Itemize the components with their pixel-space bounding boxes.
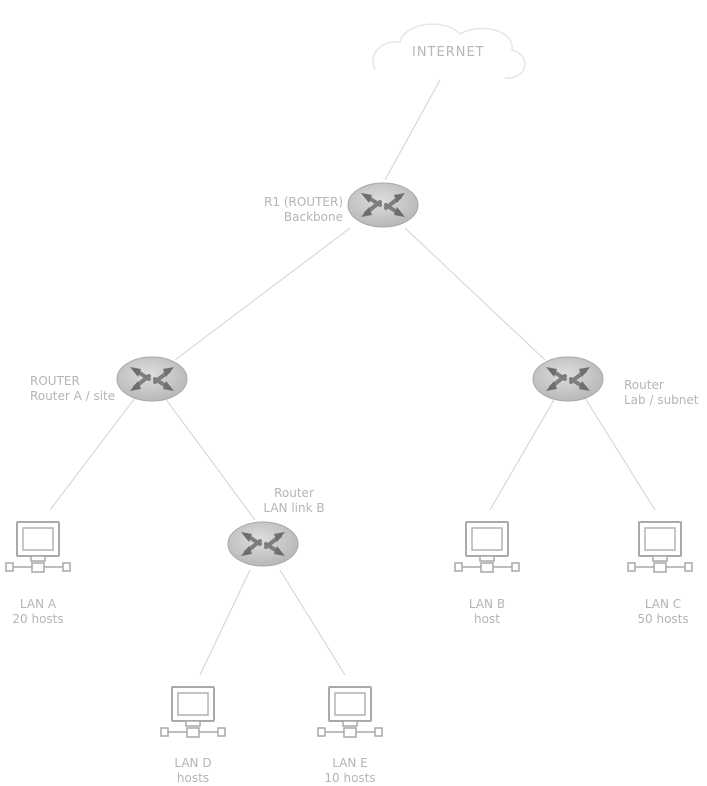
internet-label: INTERNET — [412, 45, 485, 60]
link-mid-lan-e — [279, 569, 346, 676]
router-left-name: ROUTER — [30, 374, 80, 388]
host-lan-a-label: LAN A 20 hosts — [0, 597, 76, 627]
host-lan-e-icon[interactable] — [317, 686, 383, 738]
router-core-desc: Backbone — [283, 210, 343, 224]
host-lan-a-name: LAN A — [19, 597, 57, 611]
router-left-desc: Router A / site — [30, 389, 116, 403]
link-internet-core — [384, 79, 441, 181]
router-mid-icon[interactable] — [226, 520, 300, 568]
router-left-icon[interactable] — [115, 355, 189, 403]
host-lan-c-desc: 50 hosts — [637, 612, 689, 626]
host-lan-d-name: LAN D — [174, 756, 212, 770]
link-core-left — [174, 227, 351, 361]
host-lan-b-name: LAN B — [468, 597, 506, 611]
router-right-name: Router — [624, 378, 664, 392]
host-lan-a-icon[interactable] — [5, 521, 71, 573]
host-lan-d-desc: hosts — [176, 771, 210, 785]
link-right-lan-b — [489, 397, 556, 511]
host-lan-c-name: LAN C — [644, 597, 682, 611]
host-lan-e-desc: 10 hosts — [324, 771, 376, 785]
router-mid-label: Router LAN link B — [244, 486, 344, 516]
router-core-icon[interactable] — [346, 181, 420, 229]
host-lan-c-icon[interactable] — [627, 521, 693, 573]
host-lan-d-label: LAN D hosts — [155, 756, 231, 786]
host-lan-e-name: LAN E — [332, 756, 368, 770]
host-lan-b-icon[interactable] — [454, 521, 520, 573]
host-lan-a-desc: 20 hosts — [12, 612, 64, 626]
router-right-desc: Lab / subnet — [624, 393, 699, 407]
internet-cloud-icon — [372, 23, 526, 79]
host-lan-b-label: LAN B host — [449, 597, 525, 627]
link-mid-lan-d — [199, 569, 251, 676]
host-lan-c-label: LAN C 50 hosts — [628, 597, 698, 627]
router-mid-name: Router — [274, 486, 314, 500]
link-core-right — [404, 227, 546, 361]
router-left-label: ROUTER Router A / site — [30, 374, 115, 404]
router-right-label: Router Lab / subnet — [624, 378, 699, 408]
host-lan-d-icon[interactable] — [160, 686, 226, 738]
links — [49, 79, 656, 676]
link-left-lan-a — [49, 397, 136, 511]
link-right-lan-c — [584, 397, 656, 511]
link-left-mid — [164, 397, 256, 521]
host-lan-e-label: LAN E 10 hosts — [312, 756, 388, 786]
router-mid-desc: LAN link B — [263, 501, 325, 515]
router-core-label: R1 (ROUTER) Backbone — [225, 195, 343, 225]
router-core-name: R1 (ROUTER) — [264, 195, 343, 209]
host-lan-b-desc: host — [474, 612, 500, 626]
router-right-icon[interactable] — [531, 355, 605, 403]
